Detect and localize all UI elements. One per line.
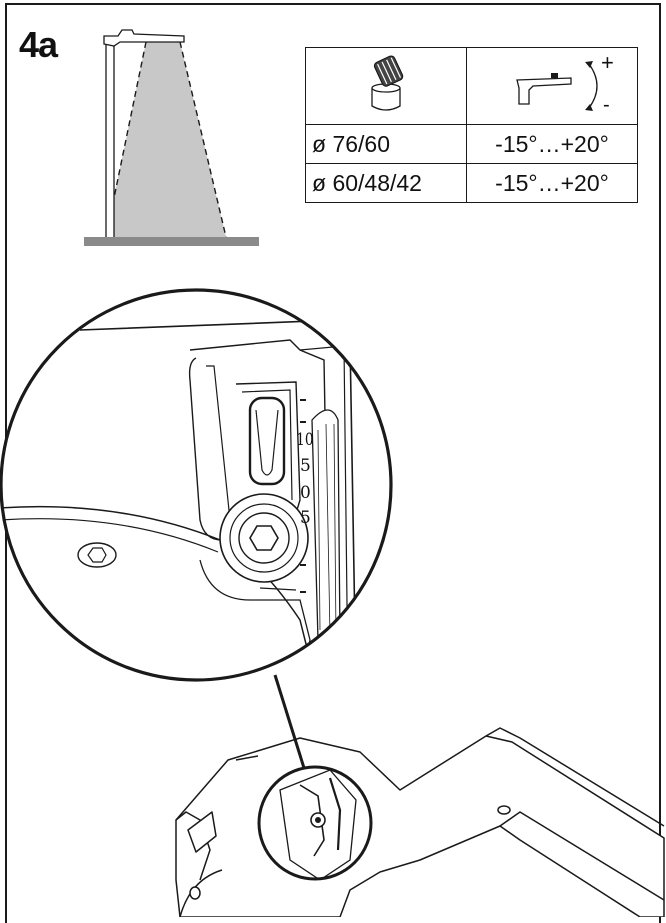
hex-socket-icon (77, 542, 117, 568)
table-row: ø 76/60 -15°…+20° (305, 124, 638, 164)
tilt-plus-label: + (601, 50, 614, 75)
scale-label-10: 10 (296, 430, 314, 450)
tilt-luminaire-icon (516, 61, 598, 111)
leader-line (273, 674, 306, 769)
diameter-cell: ø 60/48/42 (305, 163, 467, 203)
luminaire-body (175, 727, 665, 917)
tilt-range-cell: -15°…+20° (466, 163, 638, 203)
diameter-cell: ø 76/60 (305, 124, 467, 164)
small-magnifier-circle (257, 765, 373, 881)
scale-label-0: 0 (300, 483, 311, 503)
magnifier-circle-icon (0, 288, 393, 682)
adapter-header-cell (305, 47, 467, 125)
step-label: 4a (19, 24, 58, 65)
table-row: ø 60/48/42 -15°…+20° (305, 163, 638, 203)
tilt-spec-table: + - ø 76/60 -15°…+20° ø 60/48/42 -15°…+2… (305, 47, 638, 203)
tilt-minus-label: - (603, 94, 610, 116)
scale-label-5-lower: 5 (300, 508, 311, 528)
hex-bolt-icon (219, 493, 309, 583)
scale-label-5-upper: 5 (300, 456, 311, 476)
spigot-adapter-icon (371, 55, 404, 111)
